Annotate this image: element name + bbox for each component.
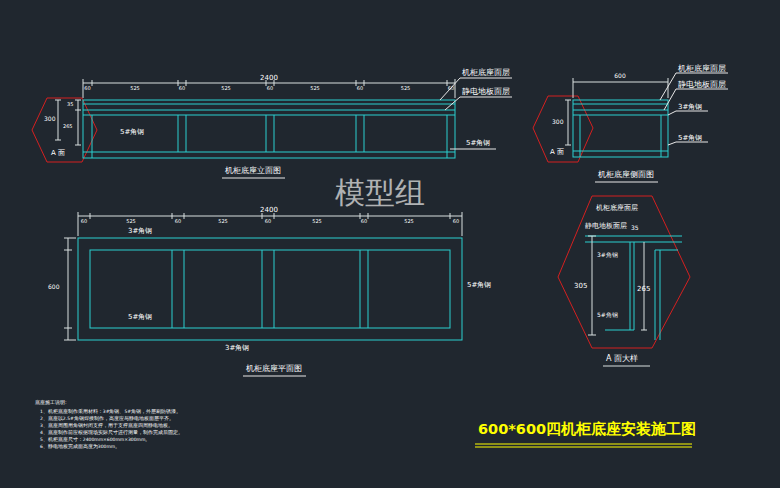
watermark: 模型组 bbox=[335, 176, 425, 211]
dimension: 265 bbox=[637, 285, 650, 293]
dimension: 2400 bbox=[260, 74, 278, 82]
part-label: 3#角钢 bbox=[128, 227, 152, 235]
part-label: 5#角钢 bbox=[466, 139, 490, 147]
layer-label: 静电地板面层 bbox=[678, 80, 726, 89]
view-caption: 机柜底座平面图 bbox=[246, 364, 302, 373]
note-line: 2、底座以2.5#角钢焊接制作，高度应与静电地板面层平齐。 bbox=[40, 416, 174, 421]
dimension: 60 bbox=[448, 86, 454, 92]
dimension: 60 bbox=[267, 86, 273, 92]
layer-label: 机柜底座面层 bbox=[462, 68, 510, 77]
dimension: 525 bbox=[310, 86, 320, 92]
dimension: 525 bbox=[404, 219, 414, 225]
dimension: 2400 bbox=[260, 206, 278, 214]
part-label: 5#角钢 bbox=[467, 281, 491, 289]
part-label: 3#角钢 bbox=[597, 252, 618, 259]
dimension: 525 bbox=[401, 86, 411, 92]
dimension: 60 bbox=[357, 86, 363, 92]
dimension: 60 bbox=[175, 219, 181, 225]
dimension: 300 bbox=[44, 116, 55, 123]
part-label: 5#角钢 bbox=[678, 134, 702, 142]
part-label: 5#角钢 bbox=[128, 313, 152, 321]
note-line: 5、机柜底座尺寸：2400mm×600mm×300mm。 bbox=[40, 437, 150, 442]
dimension: 60 bbox=[179, 86, 185, 92]
dimension: 35 bbox=[631, 225, 639, 232]
dimension: 60 bbox=[265, 219, 271, 225]
dimension: 525 bbox=[130, 86, 140, 92]
dimension: 525 bbox=[218, 219, 228, 225]
dimension: 600 bbox=[614, 73, 625, 80]
note-line: 3、底座周围用角钢封闭支撑，用于支撑底座四周静电地板。 bbox=[40, 423, 173, 428]
dimension: 60 bbox=[81, 219, 87, 225]
note-line: 6、静电地板完成面高度为300mm。 bbox=[40, 444, 120, 449]
dimension: 525 bbox=[312, 219, 322, 225]
dimension: 300 bbox=[552, 119, 563, 126]
part-label: 5#角钢 bbox=[120, 128, 144, 136]
layer-label: 静电地板面层 bbox=[462, 87, 510, 96]
dimension: 265 bbox=[63, 124, 73, 130]
notes-heading: 底座施工说明: bbox=[35, 400, 67, 406]
part-label: 3#角钢 bbox=[225, 344, 249, 352]
layer-label: 静电地板面层 bbox=[585, 222, 627, 230]
layer-label: 机柜底座面层 bbox=[678, 64, 726, 73]
layer-label: 机柜底座面层 bbox=[596, 204, 638, 212]
view-mark: A 面 bbox=[51, 149, 65, 157]
note-line: 4、底座制作前应根据现场实际尺寸进行测量，制作完成后固定。 bbox=[40, 430, 183, 435]
dimension: 525 bbox=[221, 86, 231, 92]
view-caption: 机柜底座侧面图 bbox=[598, 170, 654, 179]
view-mark: A 面 bbox=[550, 148, 564, 156]
dimension: 60 bbox=[361, 219, 367, 225]
dimension: 305 bbox=[574, 282, 587, 290]
note-line: 1、机柜底座制作采用材料：3#角钢、5#角钢，外层刷防锈漆。 bbox=[40, 409, 181, 414]
part-label: 5#角钢 bbox=[597, 312, 618, 319]
drawing-title: 600*600四机柜底座安装施工图 bbox=[478, 421, 696, 438]
part-label: 3#角钢 bbox=[678, 103, 702, 111]
view-caption: A 面大样 bbox=[606, 354, 638, 363]
view-caption: 机柜底座立面图 bbox=[225, 166, 281, 175]
dimension: 60 bbox=[84, 86, 90, 92]
dimension: 60 bbox=[453, 219, 459, 225]
dimension: 525 bbox=[126, 219, 136, 225]
dimension: 35 bbox=[67, 102, 73, 108]
dimension: 600 bbox=[48, 284, 59, 291]
